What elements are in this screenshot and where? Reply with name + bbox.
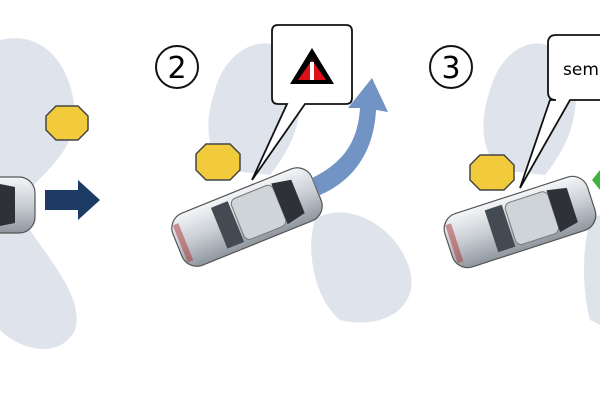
step-number: 2: [167, 51, 186, 86]
step-2-panel: 2: [155, 24, 412, 323]
warning-triangle-icon: [290, 48, 334, 84]
step-number-badge: [155, 45, 199, 89]
car: [166, 162, 328, 272]
obstacle-octagon: [469, 154, 515, 191]
car: [0, 176, 36, 234]
step-1-panel: [0, 38, 100, 349]
detection-zone: [311, 212, 412, 323]
detection-zone: [584, 215, 600, 325]
step-number: 3: [441, 51, 460, 86]
green-indicator: [592, 170, 600, 190]
callout-text: sem: [563, 60, 599, 80]
arrow-right-icon: [45, 180, 100, 220]
obstacle-octagon: [45, 105, 89, 141]
callout-bubble: [519, 34, 600, 189]
step-number-badge: [429, 45, 473, 89]
callout-bubble: [251, 24, 353, 181]
detection-zone: [0, 230, 77, 349]
turn-arrow: [312, 78, 388, 195]
step-3-panel: 3 sem: [429, 34, 600, 325]
detection-zone: [0, 38, 76, 190]
obstacle-octagon: [195, 143, 241, 181]
